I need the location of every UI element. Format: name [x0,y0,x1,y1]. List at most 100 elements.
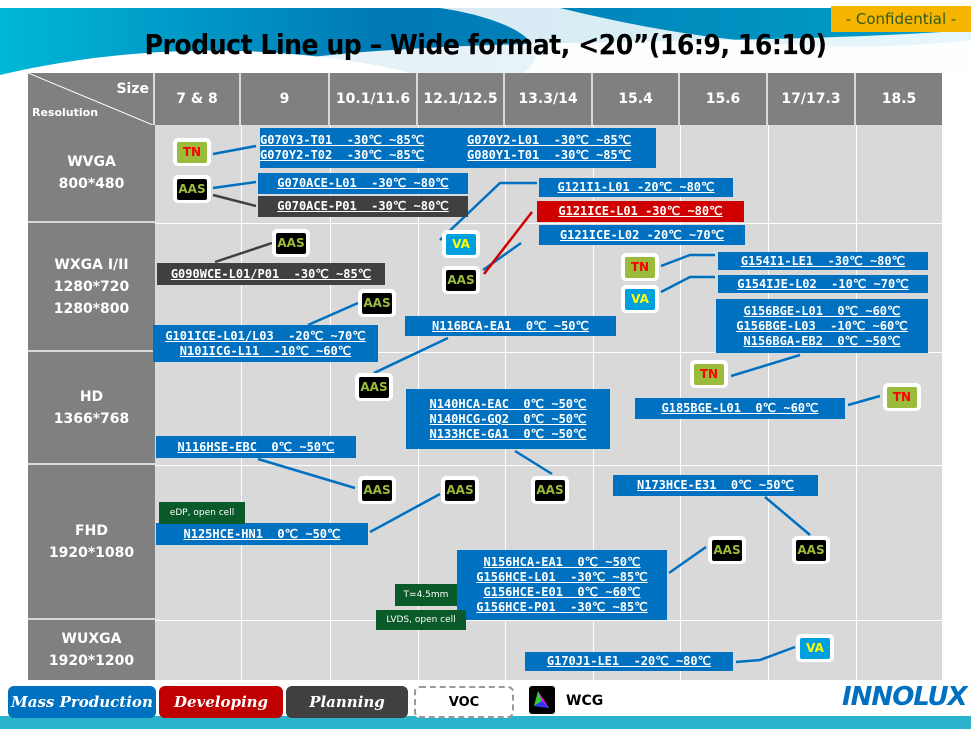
panel-tag-tn: TN [883,383,921,411]
product-entry[interactable]: G080Y1-T01 -30℃ ~85℃ [467,148,632,162]
panel-tag-va: VA [796,634,834,662]
product-entry[interactable]: G154I1-LE1 -30℃ ~80℃ [740,253,906,268]
product-entry[interactable]: G156HCE-P01 -30℃ ~85℃ [476,600,648,614]
product-box-mass[interactable]: G121ICE-L02 -20℃ ~70℃ [539,225,745,245]
product-box-mass[interactable]: G070ACE-L01 -30℃ ~80℃ [258,173,468,194]
panel-tag-aas: AAS [792,536,830,564]
innolux-logo: INNOLUX [842,682,968,712]
panel-tag-label: TN [887,386,917,408]
legend-wcg: WCG [566,693,604,709]
product-note: LVDS, open cell [376,610,466,630]
size-header: 9 [241,73,330,125]
panel-tag-label: TN [694,363,724,385]
product-box-mass[interactable]: G121I1-L01 -20℃ ~80℃ [539,178,733,197]
size-header: 12.1/12.5 [418,73,505,125]
row-name: WUXGA [61,631,122,647]
panel-tag-label: TN [177,141,207,163]
row-name: FHD [75,522,108,539]
row-name: WXGA I/II [54,256,129,273]
row-resolution: 1920*1080 [48,544,135,561]
product-box-mass[interactable]: G070Y3-T01 -30℃ ~85℃ G070Y2-L01 -30℃ ~85℃… [260,128,656,168]
product-entry[interactable]: N116BCA-EA1 0℃ ~50℃ [432,318,589,333]
product-entry[interactable]: G101ICE-L01/L03 -20℃ ~70℃ [165,328,366,343]
panel-tag-aas: AAS [441,476,479,504]
panel-tag-label: TN [625,256,655,278]
product-box-mass[interactable]: N116HSE-EBC 0℃ ~50℃ [156,436,356,458]
product-entry[interactable]: N156HCA-EA1 0℃ ~50℃ [483,555,641,569]
panel-tag-label: AAS [446,269,476,291]
row-resolution: 1366*768 [53,410,130,427]
product-box-mass[interactable]: G170J1-LE1 -20℃ ~80℃ [525,652,733,671]
panel-tag-label: AAS [362,479,392,501]
product-box-mass[interactable]: G185BGE-L01 0℃ ~60℃ [635,398,845,419]
product-box-planning[interactable]: G070ACE-P01 -30℃ ~80℃ [258,196,468,217]
panel-tag-label: AAS [359,376,389,398]
product-box-mass[interactable]: N116BCA-EA1 0℃ ~50℃ [405,316,616,336]
panel-tag-label: VA [446,233,476,255]
panel-tag-tn: TN [690,360,728,388]
product-box-planning[interactable]: G090WCE-L01/P01 -30℃ ~85℃ [157,263,385,285]
product-entry[interactable]: G070Y2-T02 -30℃ ~85℃ [260,148,425,162]
product-box-mass[interactable]: G154I1-LE1 -30℃ ~80℃ [718,252,928,270]
size-header: 15.4 [593,73,680,125]
product-entry[interactable]: G121ICE-L01 -30℃ ~80℃ [558,204,723,218]
panel-tag-label: AAS [712,539,742,561]
panel-tag-aas: AAS [358,289,396,317]
legend-voc: VOC [414,686,514,718]
product-entry[interactable]: G070ACE-P01 -30℃ ~80℃ [277,199,449,213]
panel-tag-label: AAS [177,178,207,200]
panel-tag-aas: AAS [442,266,480,294]
corner-header: Size Resolution [28,73,155,125]
product-entry[interactable]: G156HCE-L01 -30℃ ~85℃ [476,570,648,584]
product-entry[interactable]: G185BGE-L01 0℃ ~60℃ [661,401,819,415]
panel-tag-va: VA [442,230,480,258]
panel-tag-tn: TN [173,138,211,166]
size-header: 17/17.3 [768,73,856,125]
product-entry[interactable]: G070ACE-L01 -30℃ ~80℃ [277,176,449,190]
product-entry[interactable]: G154IJE-L02 -10℃ ~70℃ [737,276,909,291]
product-entry[interactable]: G170J1-LE1 -20℃ ~80℃ [546,654,712,668]
product-entry[interactable]: G156BGE-L03 -10℃ ~60℃ [736,318,908,333]
panel-tag-tn: TN [621,253,659,281]
product-entry[interactable]: G070Y2-L01 -30℃ ~85℃ [467,133,632,147]
product-entry[interactable]: G156HCE-E01 0℃ ~60℃ [483,585,641,599]
product-entry[interactable]: N116HSE-EBC 0℃ ~50℃ [177,439,335,454]
product-entry[interactable]: N125HCE-HN1 0℃ ~50℃ [183,526,341,541]
product-box-mass[interactable]: N125HCE-HN1 0℃ ~50℃ [156,523,368,545]
product-box-mass[interactable]: G154IJE-L02 -10℃ ~70℃ [718,275,928,293]
product-entry[interactable]: G121I1-L01 -20℃ ~80℃ [557,180,715,194]
panel-tag-label: VA [625,288,655,310]
size-header: 15.6 [680,73,768,125]
product-note: T=4.5mm [395,584,457,606]
panel-tag-aas: AAS [531,476,569,504]
row-name: WVGA [67,154,116,170]
product-entry[interactable]: G070Y3-T01 -30℃ ~85℃ [260,133,425,147]
panel-tag-aas: AAS [173,175,211,203]
product-entry[interactable]: N140HCG-GQ2 0℃ ~50℃ [429,411,587,426]
product-entry[interactable]: G156BGE-L01 0℃ ~60℃ [743,303,901,318]
product-entry[interactable]: N101ICG-L11 -10℃ ~60℃ [179,343,352,358]
product-entry[interactable]: N156BGA-EB2 0℃ ~50℃ [743,333,901,348]
row-resolution: 800*480 [58,176,125,192]
product-note: eDP, open cell [159,502,245,524]
wcg-gamut-icon [529,686,555,714]
product-entry[interactable]: N173HCE-E31 0℃ ~50℃ [637,478,794,492]
size-header: 10.1/11.6 [330,73,418,125]
product-entry[interactable]: G090WCE-L01/P01 -30℃ ~85℃ [170,266,372,281]
product-entry[interactable]: G121ICE-L02 -20℃ ~70℃ [559,227,725,242]
panel-tag-aas: AAS [272,229,310,257]
panel-tag-va: VA [621,285,659,313]
product-entry[interactable]: N133HCE-GA1 0℃ ~50℃ [429,426,587,441]
panel-tag-label: VA [800,637,830,659]
product-entry[interactable]: N140HCA-EAC 0℃ ~50℃ [429,396,587,411]
product-box-developing[interactable]: G121ICE-L01 -30℃ ~80℃ [537,201,744,222]
size-header: 18.5 [856,73,942,125]
product-box-mass[interactable]: N173HCE-E31 0℃ ~50℃ [613,475,818,496]
